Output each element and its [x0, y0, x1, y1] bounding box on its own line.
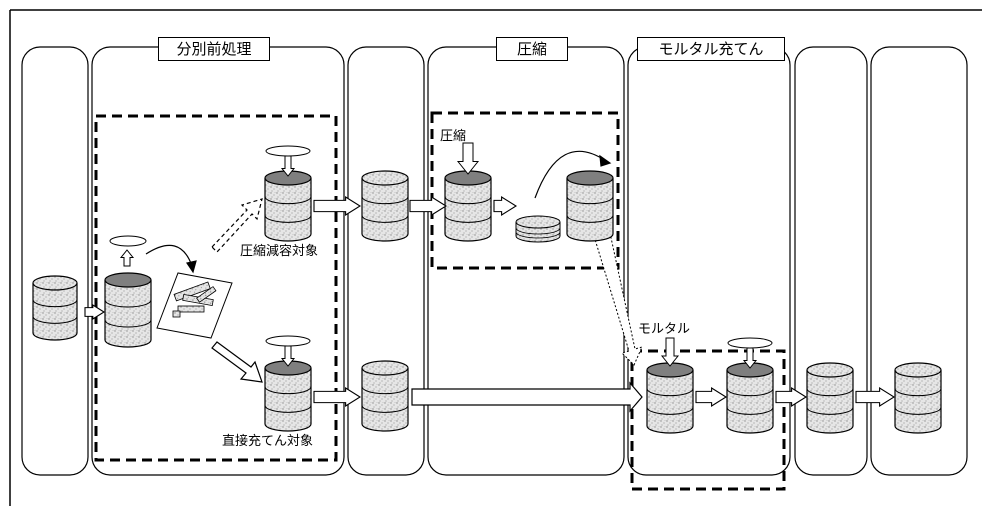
branch-arrows	[211, 198, 263, 383]
panel-compression	[427, 46, 625, 476]
drum-sorting	[104, 272, 152, 348]
direct-route-connector	[411, 381, 643, 413]
label-compress-target: 圧縮減容対象	[240, 244, 319, 259]
panel-storage	[21, 46, 89, 476]
lid-down-arrow-mortar	[742, 347, 758, 369]
lid-direct-target	[265, 335, 311, 347]
lid-up-arrow	[119, 249, 135, 267]
stage-title-sorting: 分別前処理	[158, 37, 270, 61]
drum-compression-out	[566, 170, 614, 242]
drum-transfer-1-bottom	[361, 360, 409, 432]
sorting-table	[156, 272, 233, 339]
drum-final	[894, 362, 942, 434]
drum-mortar-out	[726, 362, 774, 434]
label-direct-target: 直接充てん対象	[222, 434, 314, 449]
dashed-regions	[94, 111, 786, 491]
to-direct-target-arrow	[211, 341, 263, 383]
flow-compress-to-pellet	[493, 196, 518, 216]
stage-title-mortar: モルタル充てん	[637, 37, 785, 61]
drum-transfer-1-top	[361, 170, 409, 242]
drum-transfer-2	[806, 362, 854, 434]
column-panels	[21, 46, 968, 476]
drum-mortar-in	[646, 362, 694, 434]
lid-down-arrow-compress	[280, 155, 296, 177]
compressed-pellet	[515, 215, 561, 243]
sorting-region	[94, 114, 338, 462]
panel-final	[870, 46, 968, 476]
flow-direct-to-transfer	[313, 387, 362, 407]
flow-compress-to-transfer	[313, 196, 362, 216]
drums-layer	[32, 145, 942, 434]
outer-frame	[9, 9, 982, 506]
lid-down-arrow-direct	[280, 345, 296, 367]
curved-arrows	[145, 150, 612, 274]
to-compress-target-arrow	[211, 198, 263, 253]
panel-transfer-1	[347, 46, 425, 476]
label-mortar-step: モルタル	[638, 322, 691, 337]
mortar-pour-arrow	[660, 337, 680, 367]
lid-compress-target	[265, 145, 311, 157]
lid-mortar-out	[727, 337, 773, 349]
compression-region	[430, 111, 620, 270]
drum-storage	[32, 275, 78, 341]
drum-direct-target	[264, 360, 312, 432]
drum-compression-in	[444, 170, 492, 242]
flow-storage-to-sorting	[84, 304, 106, 320]
compressed-to-mortar-arrow	[593, 232, 643, 366]
flow-transfer-to-compression	[409, 196, 448, 216]
flow-mortar-to-transfer	[775, 387, 808, 407]
stage-title-compression: 圧縮	[496, 37, 568, 61]
flow-mortar-in-to-out	[695, 387, 728, 407]
flow-transfer-to-final	[855, 387, 896, 407]
lid-sorting	[109, 235, 147, 247]
drum-compress-target	[264, 170, 312, 242]
label-compress-step: 圧縮	[440, 129, 467, 144]
flow-arrows-layer	[84, 142, 896, 407]
panel-transfer-2	[794, 46, 868, 476]
press-arrow	[456, 142, 480, 175]
